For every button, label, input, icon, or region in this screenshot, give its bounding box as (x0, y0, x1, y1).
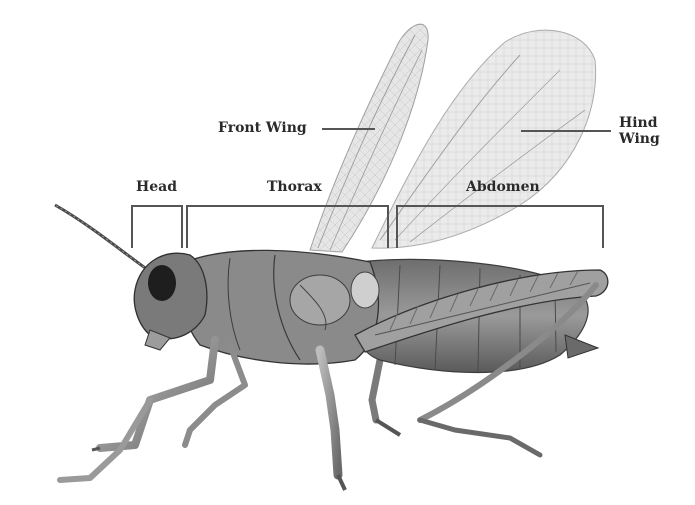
abdomen-label: Abdomen (466, 179, 540, 195)
front-leg (60, 340, 245, 480)
thorax-label: Thorax (267, 179, 322, 195)
hind-wing-label-line2: Wing (619, 131, 660, 147)
head-bracket (132, 206, 182, 248)
front-wing-label: Front Wing (218, 120, 307, 136)
compound-eye (148, 265, 176, 301)
hind-wing-label: Hind Wing (619, 115, 660, 147)
hind-wing-label-line1: Hind (619, 115, 660, 131)
antenna (55, 205, 148, 270)
head-label: Head (136, 179, 177, 195)
middle-leg (320, 350, 345, 490)
